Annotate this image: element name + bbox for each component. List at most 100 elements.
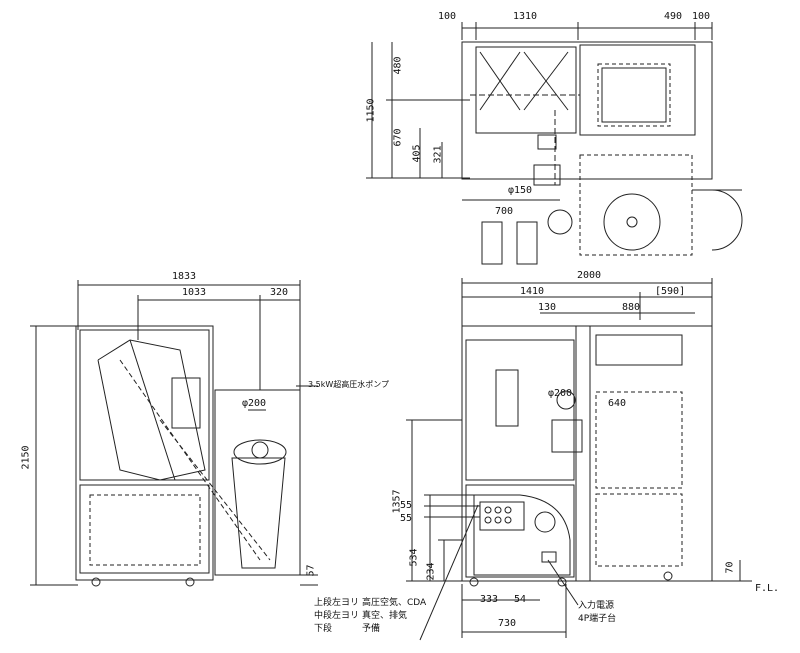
side-pump-label: 3.5kW超高圧水ポンプ: [308, 380, 390, 389]
top-monitor: [601, 67, 667, 123]
power-leader: [547, 559, 579, 606]
front-dim-130: 130: [538, 302, 557, 313]
side-lower-inner: [89, 494, 201, 566]
front-dim-333: 333: [480, 594, 499, 605]
top-fitting: [537, 134, 557, 150]
front-port: [504, 506, 512, 514]
front-connector-block: [479, 501, 525, 531]
side-robot-link: [129, 339, 176, 481]
front-view: [406, 278, 752, 641]
front-port: [494, 516, 502, 524]
top-dim-670: 670: [392, 128, 404, 147]
front-dim-55b: 55: [400, 513, 413, 524]
top-inner-panel: [597, 63, 671, 127]
side-foot-57: 57: [305, 564, 317, 577]
front-valve-block: [551, 419, 583, 453]
side-view: [30, 280, 318, 587]
front-dim-880: 880: [622, 302, 641, 313]
side-pump-shaft: [251, 441, 269, 459]
top-fitting: [533, 164, 561, 186]
front-dim-730: 730: [498, 618, 517, 629]
front-motor: [534, 511, 556, 533]
top-foot-right: [516, 221, 538, 265]
top-right-cabinet: [579, 44, 696, 136]
side-wheel: [91, 577, 101, 587]
top-pump-circle: [547, 209, 573, 235]
front-wheel: [663, 571, 673, 581]
top-dim-480: 480: [392, 56, 404, 75]
note-left-2: 中段左ヨリ: [314, 611, 360, 621]
front-pipe: [556, 390, 576, 410]
top-dim-321: 321: [432, 145, 444, 164]
top-dim-405: 405: [411, 144, 423, 163]
top-dim-700: 700: [495, 206, 514, 217]
front-wheel: [469, 577, 479, 587]
side-dim-2150: 2150: [20, 445, 32, 470]
top-pipe-phi150: φ150: [508, 185, 533, 196]
top-outer-frame: [461, 41, 713, 180]
top-hatch: [479, 51, 521, 111]
front-left-window: [465, 339, 575, 481]
front-dim-2000: 2000: [577, 270, 602, 281]
side-swing: [119, 359, 261, 561]
side-dim-1833: 1833: [172, 271, 197, 282]
floor-label: F.L.: [755, 583, 780, 594]
top-foot-left: [481, 221, 503, 265]
front-inner-box: [595, 391, 683, 489]
front-dim-590: [590]: [655, 286, 686, 297]
side-upper-window: [79, 329, 210, 481]
top-dim-1310: 1310: [513, 11, 538, 22]
top-tank-center: [626, 216, 638, 228]
side-pump-top: [233, 439, 287, 465]
front-terminal-block: [541, 551, 557, 563]
top-view: [366, 22, 743, 265]
front-port: [484, 506, 492, 514]
note-left-3: 下段: [314, 624, 333, 634]
front-lower-box: [595, 493, 683, 567]
front-dim-54: 54: [514, 594, 527, 605]
top-dim-490: 490: [664, 11, 683, 22]
side-dim-320: 320: [270, 287, 289, 298]
top-tank-circle: [603, 193, 661, 251]
note-leader: [419, 504, 479, 641]
note-right-1: 高圧空気、CDA: [362, 598, 427, 608]
front-frame: [461, 325, 713, 582]
side-pump-cone: [231, 457, 286, 569]
front-dim-1410: 1410: [520, 286, 545, 297]
power-note-1: 入力電源: [578, 601, 615, 611]
front-port: [494, 506, 502, 514]
power-note-2: 4P端子台: [578, 614, 617, 624]
side-pump-unit: [214, 389, 301, 576]
front-top-panel: [595, 334, 683, 366]
top-dim-100-left: 100: [438, 11, 457, 22]
front-dim-55a: 55: [400, 500, 413, 511]
side-dim-1033: 1033: [182, 287, 207, 298]
front-dim-534: 534: [408, 548, 420, 567]
front-port: [504, 516, 512, 524]
front-robot-head: [495, 369, 519, 427]
top-dim-100-right: 100: [692, 11, 711, 22]
front-pipe-phi200: φ200: [548, 388, 573, 399]
side-lower-panel: [79, 484, 210, 574]
top-dim-1150: 1150: [365, 98, 377, 123]
note-right-2: 真空、排気: [362, 611, 408, 621]
top-left-cabinet: [475, 46, 577, 134]
front-wheel: [557, 577, 567, 587]
front-dim-640: 640: [608, 398, 627, 409]
side-pump-phi200: φ200: [242, 398, 267, 409]
front-dim-234: 234: [425, 562, 437, 581]
side-robot-head: [171, 377, 201, 429]
side-wheel: [185, 577, 195, 587]
top-door-swing: [711, 189, 743, 251]
note-right-3: 予備: [362, 624, 381, 634]
note-left-1: 上段左ヨリ: [314, 598, 360, 608]
front-left-lower: [465, 484, 575, 578]
top-hatch: [523, 51, 569, 111]
front-foot-70: 70: [724, 561, 736, 574]
front-port: [484, 516, 492, 524]
top-tank: [579, 154, 693, 256]
side-enclosure: [75, 325, 214, 581]
front-pump-housing: [473, 494, 571, 576]
